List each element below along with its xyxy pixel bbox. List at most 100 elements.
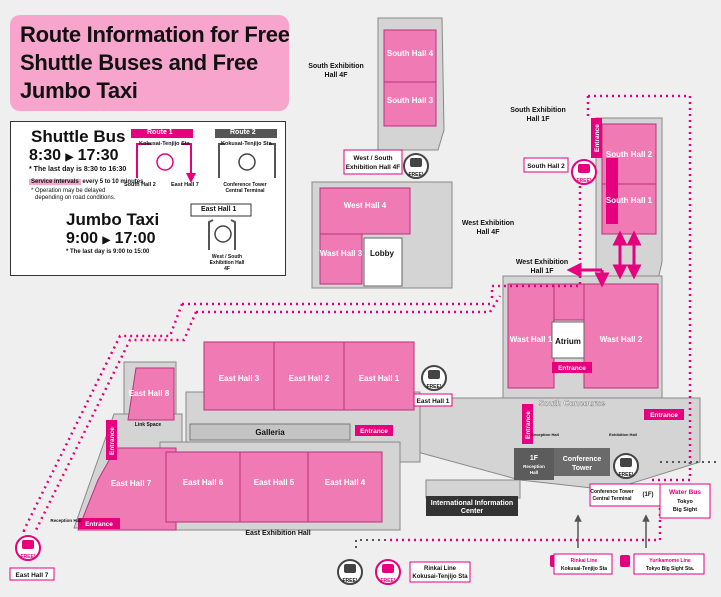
entrance-east-hall-8[interactable] [106, 420, 117, 460]
route1-badge [131, 129, 193, 138]
conference-tower-block [554, 448, 610, 476]
taxi-route-bottom: West / South Exhibition Hall 4F [209, 254, 245, 272]
taxi-end: 17:00 [114, 230, 156, 247]
east-hall-1-block[interactable] [343, 341, 415, 411]
west-hall-1-block[interactable] [507, 283, 555, 389]
entrance-south-text: Entrance [650, 412, 678, 419]
shuttle-note-2: depending on road conditions. [35, 195, 116, 201]
bus-icon [214, 225, 232, 243]
free-label-ws: FREE! [409, 172, 424, 178]
east-hall-8-label: East Hall 8 [129, 389, 170, 398]
bus-stop-west-south[interactable] [403, 153, 429, 179]
route2-stop-top: Kokusai-Tenjijo Sta [221, 141, 272, 147]
title-line-3: Jumbo Taxi [20, 78, 138, 103]
ws-stop-label-2: Exhibition Hall 4F [346, 164, 401, 171]
east-hall-7-tag: East Hall 7 [16, 572, 49, 579]
rinkai-stop-label-1: Rinkai Line [424, 566, 457, 572]
info-box: Shuttle Bus 8:30 ▶ 17:30 * The last day … [10, 121, 286, 276]
intl-info-label-2: Center [461, 508, 483, 515]
west-hall-3-block[interactable] [319, 233, 363, 285]
bus-stop-east-hall-1[interactable] [421, 365, 447, 391]
west-hall-2-block[interactable] [583, 283, 659, 389]
reception-label-3: Hall [530, 470, 538, 475]
south-concourse-label: South Concourse [539, 399, 606, 408]
arrow-right-icon: ▶ [102, 235, 111, 246]
east-hall-1-tag: East Hall 1 [417, 398, 450, 405]
entrance-west-halls[interactable] [552, 362, 592, 373]
bus-stop-east-hall-7[interactable] [15, 535, 41, 561]
entrance-galleria[interactable] [355, 425, 393, 436]
east-hall-6-label: East Hall 6 [183, 478, 224, 487]
east-hall-5-block[interactable] [239, 451, 309, 523]
entrance-east-hall-7[interactable] [78, 518, 120, 529]
shuttle-hours: 8:30 ▶ 17:30 [29, 147, 119, 165]
reception-label-2: Reception [523, 464, 545, 469]
bus-stop-south-hall-2[interactable] [571, 159, 597, 185]
taxi-last-day: * The last day is 9:00 to 15:00 [66, 249, 150, 255]
route2-label: Route 2 [230, 129, 256, 136]
tag-east-hall-1-box [413, 393, 453, 407]
east-hall-4-block[interactable] [307, 451, 383, 523]
south-1f-label-2: Hall 1F [527, 116, 551, 123]
ws-stop-label-1: West / South [353, 155, 392, 162]
south-hall-2-tag: South Hall 2 [527, 163, 565, 170]
conference-tower-label-1: Conference [563, 456, 602, 463]
east-hall-2-block[interactable] [273, 341, 345, 411]
tag-east-hall-7-box [9, 567, 55, 581]
west-hall-4-block[interactable] [319, 187, 411, 235]
south-hall-3-block[interactable] [383, 81, 437, 127]
bus-stop-conference-tower[interactable] [613, 453, 639, 479]
route1-stop-top: Kokusai-Tenjijo Sta [139, 141, 190, 147]
entrance-east-hall-7-text: Entrance [85, 521, 113, 528]
route-diagrams [131, 129, 277, 250]
lobby-block [363, 237, 403, 287]
water-bus-label-1: Water Bus [669, 489, 701, 496]
entrance-reception-text: Entrance [525, 411, 532, 439]
route-gray [355, 539, 390, 548]
stop-tags [9, 149, 711, 583]
tag-water-bus-box [659, 483, 711, 519]
reception-label-1: 1F [530, 455, 539, 462]
entrance-south-concourse[interactable] [644, 409, 684, 420]
link-space-label: Link Space [135, 422, 162, 428]
yurikamome-station-label-1: Yurikamome Line [649, 558, 691, 564]
free-label-ct: FREE! [619, 472, 634, 478]
free-label-rinkai-gray: FREE! [343, 578, 358, 584]
east-hall-7-label: East Hall 7 [111, 479, 152, 488]
east-hall-7-block[interactable] [77, 447, 177, 531]
south-hall-1-label: South Hall 1 [606, 196, 653, 205]
entrance-south-hall-2[interactable] [591, 118, 602, 158]
south-hall-4-label: South Hall 4 [387, 49, 434, 58]
east-hall-2-label: East Hall 2 [289, 374, 330, 383]
east-hall-8-block[interactable] [127, 367, 175, 421]
title-line-2: Shuttle Buses and Free [20, 50, 258, 75]
shuttle-note-1: * Operation may be delayed [31, 188, 106, 194]
east-hall-3-block[interactable] [203, 341, 275, 411]
taxi-start: 9:00 [66, 230, 99, 247]
intl-info-block [426, 496, 518, 516]
bus-stop-rinkai-pink[interactable] [375, 559, 401, 585]
south-4f-label-1: South Exhibition [308, 63, 364, 70]
east-hall-6-block[interactable] [165, 451, 241, 523]
west-hall-1-label: Wast Hall 1 [510, 335, 553, 344]
south-4f-label-2: Hall 4F [325, 72, 349, 79]
east-hall-3-label: East Hall 3 [219, 374, 260, 383]
west-hall-4-label: West Hall 4 [344, 201, 387, 210]
reception-block [514, 448, 554, 480]
rinkai-station-label-2: Kokusai-Tenjijo Sta [561, 566, 607, 572]
water-bus-label-3: Big Sight [673, 507, 697, 513]
east-hall-4-label: East Hall 4 [325, 478, 366, 487]
shuttle-heading: Shuttle Bus [31, 127, 126, 146]
entrance-reception[interactable] [522, 404, 533, 444]
galleria-block [189, 423, 351, 441]
entrance-galleria-text: Entrance [360, 428, 388, 435]
shuttle-start: 8:30 [29, 147, 62, 164]
bus-stop-rinkai-gray[interactable] [337, 559, 363, 585]
ct-terminal-label-1: Conference Tower [590, 489, 633, 495]
route2-stop-bottom: Conference Tower Central Terminal [223, 182, 267, 194]
tag-yurikamome-sta-box [633, 553, 705, 575]
tag-rinkai-sta-box [553, 553, 613, 575]
east-exhibition-hall-label: East Exhibition Hall [245, 530, 310, 537]
intl-info-label-1: International Information [431, 500, 513, 507]
free-label-eh1: FREE! [427, 384, 442, 390]
